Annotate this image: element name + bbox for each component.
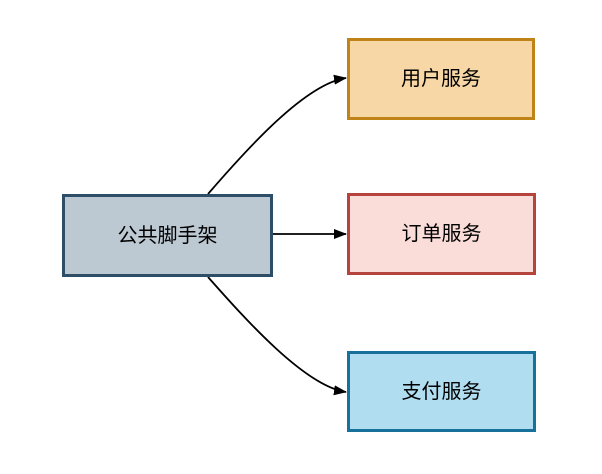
node-payment-service-label: 支付服务 xyxy=(401,380,482,403)
node-common-scaffold[interactable]: 公共脚手架 xyxy=(62,194,273,277)
node-user-service[interactable]: 用户服务 xyxy=(347,38,535,120)
node-order-service[interactable]: 订单服务 xyxy=(347,193,536,275)
edge-scaffold-to-payment-service xyxy=(207,276,347,396)
node-user-service-label: 用户服务 xyxy=(401,68,481,90)
node-payment-service[interactable]: 支付服务 xyxy=(347,351,536,432)
edge-scaffold-to-user-service xyxy=(207,74,347,195)
node-common-scaffold-label: 公共脚手架 xyxy=(117,224,218,247)
node-order-service-label: 订单服务 xyxy=(401,223,482,245)
